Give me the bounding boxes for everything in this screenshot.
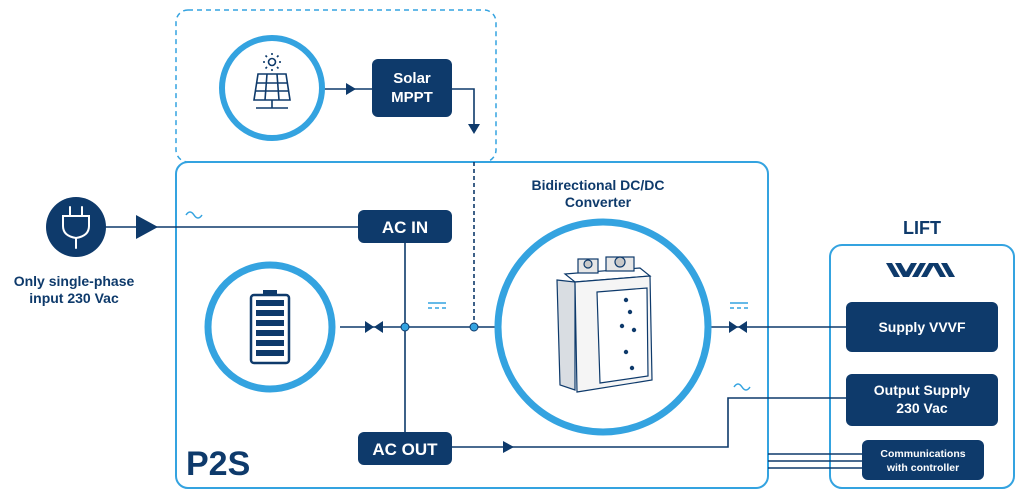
communications-label-2: with controller — [886, 462, 959, 474]
converter-node — [494, 218, 712, 436]
solar-panel-node — [219, 35, 325, 141]
lift-title: LIFT — [903, 218, 941, 238]
solar-mppt-label-2: MPPT — [391, 89, 433, 106]
arrow-acout-to-output — [503, 441, 514, 453]
input-caption-line-1: Only single-phase — [14, 273, 135, 289]
plug-icon — [62, 206, 90, 249]
lift-brand-logo — [886, 263, 955, 277]
output-supply-label-1: Output Supply — [874, 382, 971, 398]
ac-symbol — [733, 383, 751, 391]
bus-junction — [469, 322, 479, 332]
solar-mppt-block: Solar MPPT — [372, 59, 452, 117]
grid-input-node — [46, 197, 106, 257]
arrow-mppt-to-bus — [468, 124, 480, 134]
ac-out-label: AC OUT — [372, 440, 438, 459]
ac-in-label: AC IN — [382, 218, 428, 237]
arrowheads — [136, 83, 747, 453]
solar-panel-icon — [253, 53, 291, 109]
converter-caption-line-1: Bidirectional DC/DC — [531, 177, 664, 193]
communications-block: Communications with controller — [862, 440, 984, 480]
supply-vvvf-block: Supply VVVF — [846, 302, 998, 352]
solar-mppt-label-1: Solar — [393, 70, 431, 87]
ac-symbol — [185, 211, 203, 219]
bus-junction — [400, 322, 410, 332]
battery-node — [204, 261, 336, 393]
converter-device-icon — [556, 256, 653, 393]
arrow-solar-to-mppt — [346, 83, 356, 95]
communications-label-1: Communications — [880, 448, 965, 460]
converter-caption-line-2: Converter — [565, 194, 632, 210]
solar-optional-frame — [175, 9, 497, 163]
output-supply-label-2: 230 Vac — [896, 400, 948, 416]
battery-icon — [249, 290, 291, 365]
input-caption-line-2: input 230 Vac — [29, 290, 119, 306]
ac-out-block: AC OUT — [358, 432, 452, 465]
supply-vvvf-label: Supply VVVF — [878, 319, 966, 335]
arrow-plug-to-acin — [136, 215, 158, 239]
p2s-title: P2S — [186, 445, 250, 483]
ac-in-block: AC IN — [358, 210, 452, 243]
electrical-symbols — [185, 211, 751, 391]
output-supply-block: Output Supply 230 Vac — [846, 374, 998, 426]
